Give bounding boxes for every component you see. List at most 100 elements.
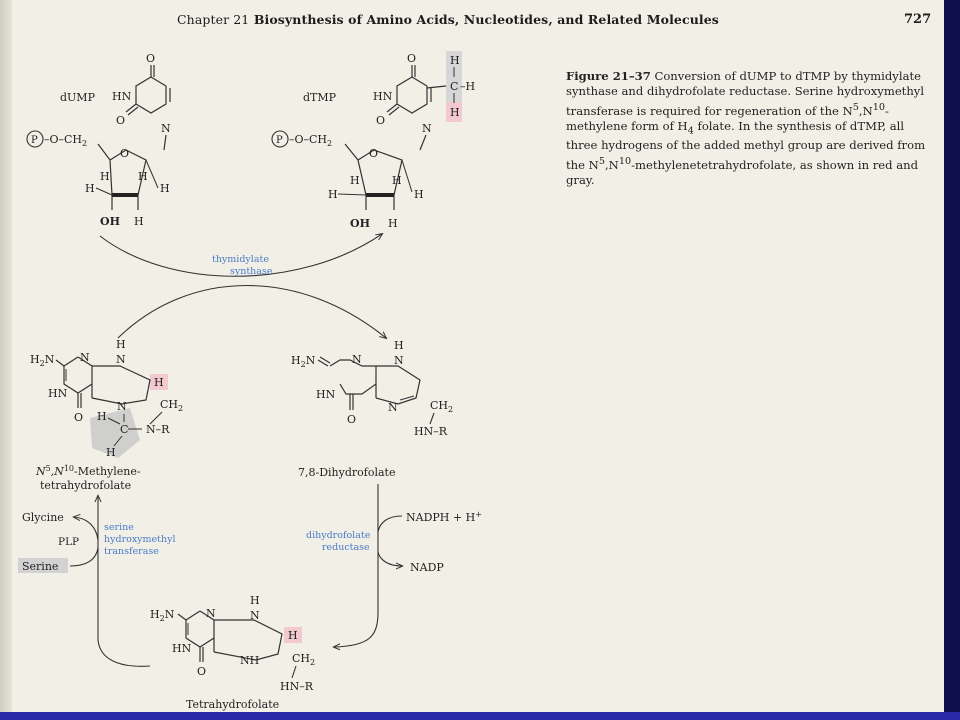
- dtmp-sugar-ring: [357, 149, 403, 196]
- dtmp-oh: OH: [350, 217, 370, 230]
- dtmp-ring-oxygen: O: [369, 147, 378, 160]
- dump-to-dtmp-arrow: [99, 234, 382, 277]
- dhf-n1: N: [352, 353, 362, 366]
- dtmp-h2: H: [350, 174, 360, 187]
- screen-bottom-bar: [0, 712, 960, 720]
- methylene-thf-to-dhf-arrow: [117, 284, 386, 339]
- nadp-label: NADP: [410, 561, 444, 574]
- serine-transferase-line1: serine: [104, 522, 134, 533]
- thf-oxygen: O: [197, 665, 206, 678]
- chapter-title: Biosynthesis of Amino Acids, Nucleotides…: [253, 12, 719, 27]
- nadph-label: NADPH + H+: [406, 510, 482, 524]
- dhf-pyrazine-ring: [375, 365, 421, 405]
- figure-label: Figure 21–37: [566, 69, 651, 83]
- dtmp-oxygen-top: O: [407, 52, 416, 65]
- dtmp-hn: HN: [373, 90, 393, 103]
- methylene-thf-name-line1: N5,N10-Methylene-: [35, 464, 141, 478]
- plp-label: PLP: [58, 536, 79, 548]
- dtmp-phosphate-circle: [271, 130, 289, 148]
- methylene-thf-n-top: N: [116, 353, 126, 366]
- dtmp-h3: H: [392, 174, 402, 187]
- dhf-ch2: CH2: [430, 399, 453, 414]
- chapter-number: Chapter 21: [177, 12, 250, 27]
- thf-name: Tetrahydrofolate: [186, 698, 279, 711]
- dump-oxygen-top: O: [146, 52, 155, 65]
- methylene-thf-hn: HN: [48, 387, 68, 400]
- methylene-thf-h2n: H2N: [30, 353, 55, 368]
- dtmp-pyrimidine-ring: [396, 76, 428, 114]
- dhf-to-thf-arrow: [334, 484, 379, 647]
- dump-ring-oxygen: O: [120, 147, 129, 160]
- thf-n5: NH: [240, 654, 259, 667]
- dump-phosphate: P: [31, 135, 38, 146]
- methylene-thf-n1: N: [80, 351, 90, 364]
- dump-oh: OH: [100, 215, 120, 228]
- thf-h-red: H: [288, 629, 298, 642]
- methylene-thf-red-highlight: [150, 374, 168, 390]
- serine-transferase-line3: transferase: [104, 546, 159, 557]
- dump-label: dUMP: [60, 91, 96, 104]
- methylene-thf-pyrazine-ring: [91, 365, 151, 405]
- dtmp-methyl-h-red: H: [450, 106, 460, 119]
- dhf-hn: HN: [316, 388, 336, 401]
- dtmp-n1: N: [422, 122, 432, 135]
- thymidylate-synthase-line2: synthase: [230, 266, 273, 277]
- thf-h2n: H2N: [150, 608, 175, 623]
- thf-pyrazine-ring: [213, 619, 283, 661]
- dhf-h2n: H2N: [291, 354, 316, 369]
- dtmp-methyl-c: C: [450, 80, 458, 93]
- figure-caption: Figure 21–37 Conversion of dUMP to dTMP …: [566, 69, 926, 187]
- serine-transferase-line2: hydroxymethyl: [104, 534, 176, 545]
- methylene-thf-h-top: H: [116, 338, 126, 351]
- methylene-thf-h-red: H: [154, 376, 164, 389]
- thf-hn: HN: [172, 642, 192, 655]
- glycine-label: Glycine: [22, 511, 64, 524]
- methylene-thf-name-line2: tetrahydrofolate: [40, 479, 131, 492]
- textbook-page: Chapter 21 Biosynthesis of Amino Acids, …: [0, 0, 944, 712]
- glycine-arrow: [74, 517, 99, 541]
- methylene-thf-gray-highlight: [90, 408, 140, 458]
- dtmp-h4: H: [414, 188, 424, 201]
- methylene-thf-h-gray2: H: [106, 446, 116, 459]
- dhf-oxygen: O: [347, 413, 356, 426]
- thf-molecule: H2N N H N HN O NH H CH2 HN–R Tetrahydrof…: [150, 594, 315, 711]
- thf-red-highlight: [284, 627, 302, 643]
- dump-sugar-ring: [109, 149, 147, 196]
- serine-gray-highlight: [18, 558, 68, 573]
- methylene-thf-molecule: H2N N H N HN O N H CH2 H C N–R H: [30, 338, 183, 492]
- methylene-thf-c-bridge: C: [120, 423, 128, 436]
- thf-hnr: HN–R: [280, 680, 314, 693]
- running-header: Chapter 21 Biosynthesis of Amino Acids, …: [177, 12, 719, 27]
- dtmp-linker: –O–CH2: [289, 133, 332, 148]
- dhf-n-top: N: [394, 354, 404, 367]
- methylene-thf-n5: N: [117, 400, 127, 413]
- dump-molecule: dUMP O HN O N P –O–CH2 O H H H: [26, 52, 171, 228]
- dihydrofolate-molecule: H2N N H N HN O N CH2 HN–R 7,8-Dihydrofol…: [291, 339, 453, 479]
- methylene-thf-oxygen: O: [74, 411, 83, 424]
- dtmp-methyl-red-highlight: [446, 102, 462, 122]
- thf-h-top: H: [250, 594, 260, 607]
- dhf-hnr: HN–R: [414, 425, 448, 438]
- reaction-diagram: dUMP O HN O N P –O–CH2 O H H H: [18, 51, 482, 711]
- dump-h4: H: [160, 182, 170, 195]
- dtmp-methyl-h-top: H: [450, 54, 460, 67]
- dump-hn: HN: [112, 90, 132, 103]
- methylene-thf-pyrimidine-ring: [63, 356, 93, 394]
- thf-ch2: CH2: [292, 652, 315, 667]
- dhf-name: 7,8-Dihydrofolate: [298, 466, 395, 479]
- dump-h-bottom: H: [134, 215, 144, 228]
- dump-n1: N: [161, 122, 171, 135]
- dump-pyrimidine-ring: [135, 76, 167, 114]
- thf-n-top: N: [250, 609, 260, 622]
- dhfr-line1: dihydrofolate: [306, 530, 371, 541]
- dump-linker: –O–CH2: [44, 133, 87, 148]
- dtmp-molecule: dTMP H C –H H O HN O N P –O–CH2: [271, 51, 475, 230]
- dump-phosphate-circle: [26, 130, 44, 148]
- nadp-arrow: [377, 551, 402, 566]
- dtmp-phosphate: P: [276, 135, 283, 146]
- dtmp-h-bottom: H: [388, 217, 398, 230]
- page-number: 727: [904, 12, 932, 27]
- dtmp-oxygen-left: O: [376, 114, 385, 127]
- methylene-thf-ch2: CH2: [160, 398, 183, 413]
- methylene-thf-nr: N–R: [146, 423, 170, 436]
